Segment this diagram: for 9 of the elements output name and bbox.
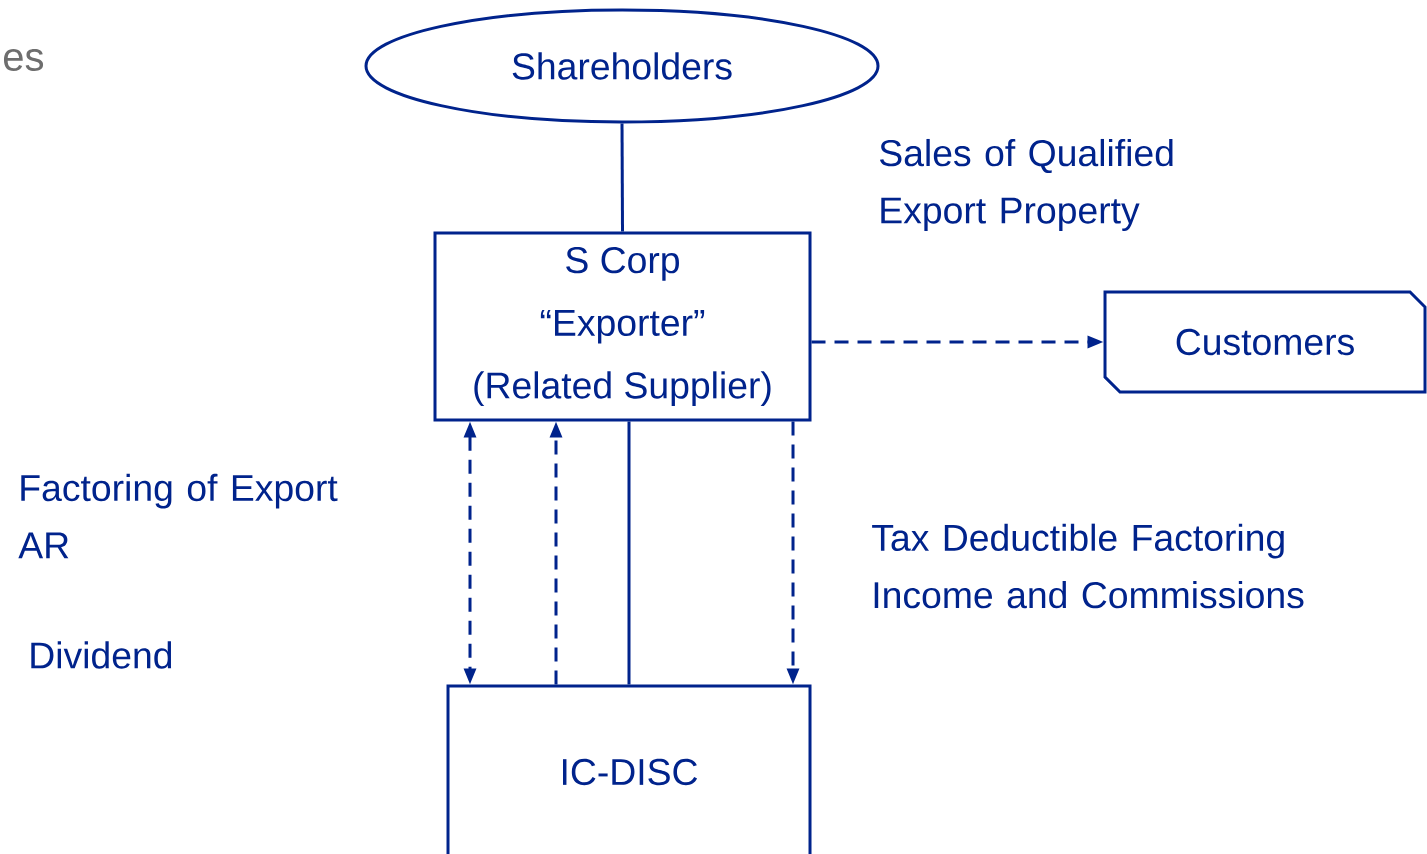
entity-box: S Corp “Exporter” (Related Supplier)	[433, 231, 812, 422]
ellipse-node: Shareholders	[364, 8, 880, 124]
flow-label: Factoring of Export AR	[18, 473, 338, 559]
cut-corner-box: Customers	[1103, 290, 1427, 394]
entity-box: IC-DISC	[446, 684, 812, 854]
edge-label: Tax Deductible Factoring Income and Commissions	[872, 523, 1304, 609]
flow-label: Dividend	[31, 641, 172, 669]
cut-off-text: es	[3, 49, 44, 71]
edge-label: Sales of Qualified Export Property	[879, 138, 1173, 232]
